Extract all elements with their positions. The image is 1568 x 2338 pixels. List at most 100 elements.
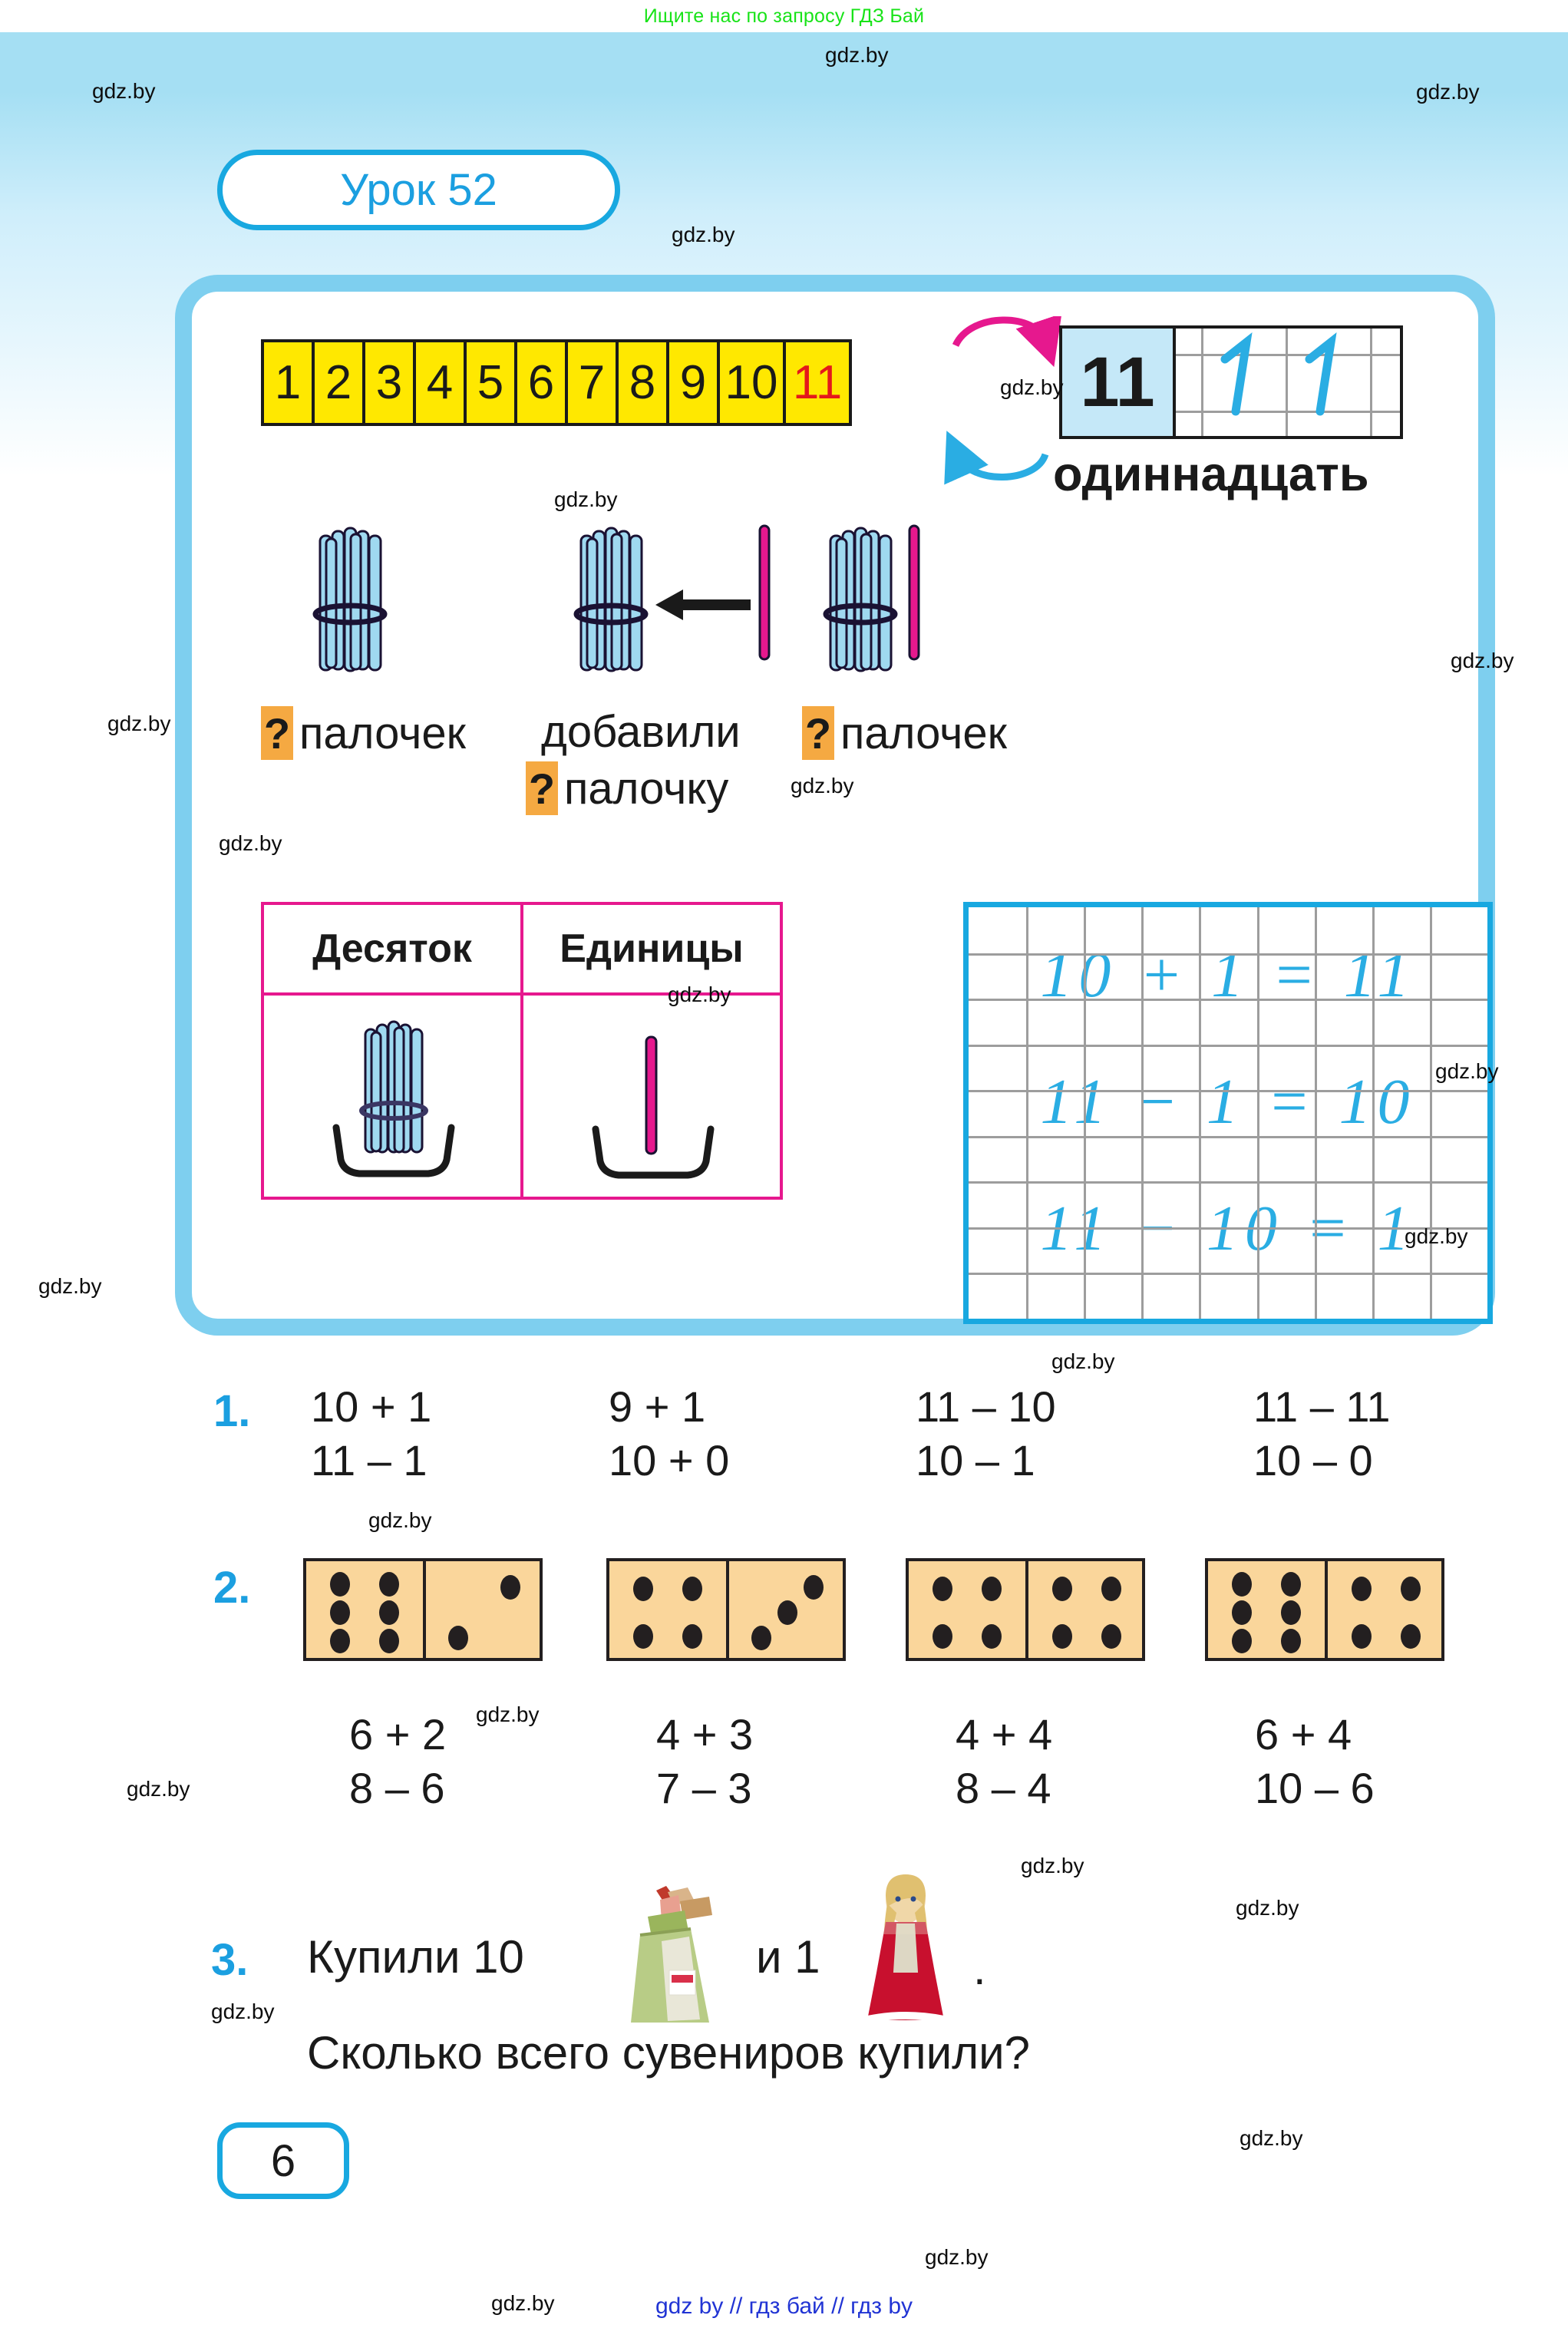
watermark: gdz.by bbox=[127, 1777, 190, 1801]
watermark: gdz.by bbox=[1236, 1896, 1299, 1920]
stick-bundle-icon bbox=[823, 527, 898, 672]
footer-text: gdz by // гдз бай // гдз by bbox=[655, 2293, 913, 2319]
watermark: gdz.by bbox=[668, 982, 731, 1006]
exercise-3-line-1-cont: и 1 bbox=[756, 1930, 820, 1983]
left-quantity-label: ? палочек bbox=[261, 706, 466, 760]
number-cell-11: 11 bbox=[786, 342, 849, 423]
domino-pip bbox=[933, 1577, 952, 1601]
promo-banner: Ищите нас по запросу ГДЗ Бай bbox=[0, 0, 1568, 32]
domino-tile bbox=[606, 1558, 846, 1661]
watermark: gdz.by bbox=[107, 712, 171, 735]
eleven-word: одиннадцать bbox=[1053, 447, 1369, 501]
domino-half-left bbox=[306, 1561, 423, 1658]
stick-bundle-icon bbox=[573, 527, 649, 672]
header-tens: Десяток bbox=[264, 905, 523, 992]
place-value-table: Десяток Единицы bbox=[261, 902, 783, 1200]
domino-pip bbox=[1101, 1577, 1121, 1601]
domino-pip bbox=[1232, 1572, 1252, 1597]
expression: 7 – 3 bbox=[656, 1764, 752, 1812]
domino-pip bbox=[1232, 1600, 1252, 1625]
domino-pip bbox=[1281, 1572, 1301, 1597]
expression: 4 + 4 bbox=[956, 1710, 1053, 1758]
number-cell-1: 1 bbox=[264, 342, 312, 423]
domino-pip bbox=[330, 1600, 350, 1625]
watermark: gdz.by bbox=[491, 2291, 555, 2315]
domino-pip bbox=[633, 1577, 653, 1601]
domino-pip bbox=[982, 1624, 1002, 1649]
number-cell-7: 7 bbox=[568, 342, 616, 423]
equation-writing-grid: 10 + 1 = 11 11 − 1 = 10 11 − 10 = 1 bbox=[963, 902, 1493, 1324]
exercise-1-column-2: 9 + 1 10 + 0 bbox=[609, 1380, 729, 1488]
watermark: gdz.by bbox=[38, 1274, 102, 1298]
expression: 10 – 1 bbox=[916, 1436, 1035, 1484]
expression: 6 + 2 bbox=[349, 1710, 447, 1758]
place-value-body-row bbox=[264, 996, 780, 1197]
stick-bundle-in-basket-icon bbox=[332, 1020, 455, 1177]
exercise-3-text-part-1: Купили 10 bbox=[307, 1931, 524, 1983]
domino-pip bbox=[500, 1575, 520, 1600]
watermark: gdz.by bbox=[476, 1702, 540, 1726]
domino-pip bbox=[1281, 1629, 1301, 1653]
domino-pip bbox=[379, 1572, 399, 1597]
lesson-badge: Урок 52 bbox=[217, 150, 620, 230]
domino-pip bbox=[448, 1626, 468, 1650]
count-arrows bbox=[944, 316, 1062, 485]
watermark: gdz.by bbox=[211, 2000, 275, 2023]
exercise-1-column-1: 10 + 1 11 – 1 bbox=[311, 1380, 431, 1488]
domino-pip bbox=[379, 1629, 399, 1653]
domino-pip bbox=[804, 1575, 824, 1600]
page-number: 6 bbox=[270, 2135, 296, 2186]
single-stick-icon bbox=[908, 524, 920, 661]
watermark: gdz.by bbox=[1021, 1854, 1084, 1877]
exercise-3-text-part-2: и 1 bbox=[756, 1931, 820, 1983]
watermark: gdz.by bbox=[554, 487, 618, 511]
domino-pip bbox=[1352, 1577, 1372, 1601]
domino-half-right bbox=[1325, 1561, 1441, 1658]
exercise-2-column-3: 4 + 4 8 – 4 bbox=[956, 1708, 1052, 1815]
single-stick-in-basket-icon bbox=[592, 1035, 715, 1179]
expression: 10 – 6 bbox=[1255, 1764, 1375, 1812]
eleven-card: 11 одиннадцать bbox=[1053, 325, 1403, 501]
forward-arrow-icon bbox=[952, 316, 1062, 368]
watermark: gdz.by bbox=[791, 774, 854, 797]
exercise-3-line-1: Купили 10 bbox=[307, 1930, 524, 1983]
exercise-1-column-3: 11 – 10 10 – 1 bbox=[916, 1380, 1056, 1488]
domino-pip bbox=[682, 1624, 702, 1649]
cell-tens bbox=[264, 996, 523, 1197]
domino-half-right bbox=[1025, 1561, 1142, 1658]
page-number-badge: 6 bbox=[217, 2122, 349, 2199]
middle-quantity-text: палочку bbox=[564, 763, 729, 814]
exercise-3-question: Сколько всего сувениров купили? bbox=[307, 2027, 1031, 2079]
exercise-3-line-2: Сколько всего сувениров купили? bbox=[307, 2026, 1030, 2079]
expression: 9 + 1 bbox=[609, 1382, 706, 1431]
domino-pip bbox=[379, 1600, 399, 1625]
domino-pip bbox=[933, 1624, 952, 1649]
number-cell-10: 10 bbox=[720, 342, 783, 423]
expression: 10 – 0 bbox=[1253, 1436, 1373, 1484]
equation-line-2: 11 − 1 = 10 bbox=[1040, 1066, 1416, 1138]
exercise-1-number: 1. bbox=[213, 1386, 251, 1436]
domino-pip bbox=[633, 1624, 653, 1649]
expression: 6 + 4 bbox=[1255, 1710, 1352, 1758]
watermark: gdz.by bbox=[92, 79, 156, 103]
exercise-2-column-2: 4 + 3 7 – 3 bbox=[656, 1708, 753, 1815]
domino-pip bbox=[330, 1629, 350, 1653]
domino-pip bbox=[1401, 1624, 1421, 1649]
domino-pip bbox=[682, 1577, 702, 1601]
expression: 10 + 0 bbox=[609, 1436, 730, 1484]
watermark: gdz.by bbox=[1000, 375, 1064, 399]
expression: 11 – 1 bbox=[311, 1436, 427, 1484]
cell-units bbox=[523, 996, 780, 1197]
number-cell-3: 3 bbox=[365, 342, 413, 423]
exercise-2-column-1: 6 + 2 8 – 6 bbox=[349, 1708, 446, 1815]
domino-half-right bbox=[726, 1561, 843, 1658]
promo-text: Ищите нас по запросу ГДЗ Бай bbox=[643, 5, 925, 27]
equation-line-1: 10 + 1 = 11 bbox=[1040, 939, 1416, 1011]
domino-pip bbox=[1052, 1577, 1072, 1601]
eleven-writing-grid bbox=[1176, 329, 1400, 436]
expression: 4 + 3 bbox=[656, 1710, 754, 1758]
number-cell-8: 8 bbox=[619, 342, 666, 423]
domino-pip bbox=[330, 1572, 350, 1597]
exercise-2-number: 2. bbox=[213, 1563, 251, 1613]
